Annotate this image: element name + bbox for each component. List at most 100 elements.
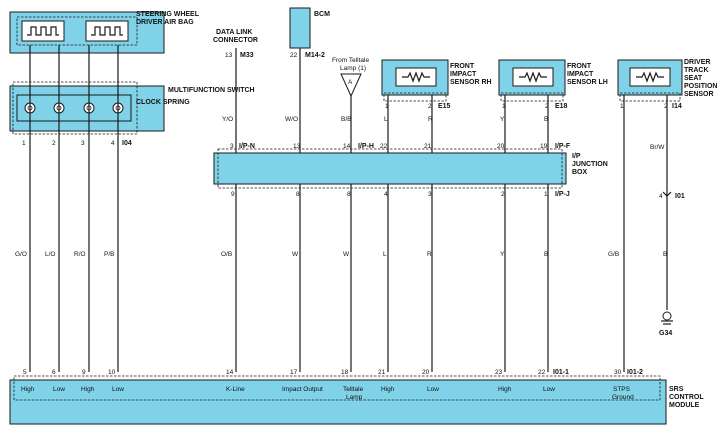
- seat-sensor-label-5: SENSOR: [684, 91, 714, 98]
- srs-pin-label-6: Impact Output: [282, 386, 323, 393]
- wire-color-w11: B: [544, 251, 548, 258]
- wire-color-w2: L/O: [45, 251, 55, 258]
- telltale-from-line1: From Telltale: [332, 57, 369, 64]
- squib-symbol-2: [91, 26, 123, 36]
- front-impact-rh-box: [381, 59, 449, 96]
- pin-jb-bottom-3: 3: [428, 191, 432, 198]
- connector-ip-f: I/P-F: [555, 143, 571, 150]
- ground-symbol: [661, 311, 673, 325]
- pin-jb-bottom-8a: 8: [296, 191, 300, 198]
- seat-sensor-label-4: POSITION: [684, 83, 717, 90]
- connector-ip-j: I/P-J: [555, 191, 570, 198]
- telltale-from-line2: Lamp (1): [340, 65, 366, 72]
- wire-color-lh2: B: [544, 116, 548, 123]
- wire-color-w13: B: [663, 251, 667, 258]
- multifunction-switch-label: MULTIFUNCTION SWITCH: [168, 87, 255, 94]
- connector-i01-1: I01-1: [553, 369, 569, 376]
- srs-pin-label-7a: Telltale: [343, 386, 364, 393]
- wire-color-w1: G/O: [15, 251, 27, 258]
- srs-pin-label-3: High: [81, 386, 95, 393]
- wire-color-w5: O/B: [221, 251, 232, 258]
- pin-rh-2: 2: [428, 103, 432, 110]
- pin-srs-9: 9: [82, 369, 86, 376]
- wire-color-w12: G/B: [608, 251, 619, 258]
- pin-ms-2: 2: [52, 140, 56, 147]
- srs-pin-label-8: High: [381, 386, 395, 393]
- seat-position-sensor-resistor: [636, 71, 664, 83]
- pin-rh-1: 1: [385, 103, 389, 110]
- pin-ts-2: 2: [664, 103, 668, 110]
- wire-color-w10: Y: [500, 251, 505, 258]
- jb-to-srs-wires: [235, 184, 352, 372]
- connector-ip-h: I/P-H: [358, 143, 374, 150]
- ip-junction-box-label-3: BOX: [572, 169, 588, 176]
- pin-jb-19: 19: [540, 143, 548, 150]
- pin-srs-18: 18: [341, 369, 349, 376]
- srs-pin-label-12a: STPS: [613, 386, 631, 393]
- ground-label: G34: [659, 330, 672, 337]
- srs-control-module-box: [9, 379, 667, 425]
- srs-label-2: CONTROL: [669, 394, 704, 401]
- dlc-label-line2: CONNECTOR: [213, 37, 258, 44]
- pin-srs-22: 22: [538, 369, 546, 376]
- seat-sensor-label-1: DRIVER: [684, 59, 710, 66]
- ip-junction-box-label-2: JUNCTION: [572, 161, 608, 168]
- air-bag-squib-2: [85, 20, 129, 42]
- wire-color-w8: L: [383, 251, 387, 258]
- pin-srs-21: 21: [378, 369, 386, 376]
- wire-color-w6: W: [292, 251, 299, 258]
- clock-spring-label: CLOCK SPRING: [136, 99, 190, 106]
- pin-dlc-13: 13: [225, 52, 233, 59]
- ip-junction-box: [213, 152, 567, 185]
- pin-jb-bottom-8b: 8: [347, 191, 351, 198]
- pin-jb-bottom-2: 2: [501, 191, 505, 198]
- connector-m33: M33: [240, 52, 254, 59]
- pin-srs-23: 23: [495, 369, 503, 376]
- pin-lh-1: 1: [502, 103, 506, 110]
- air-bag-squib-1: [21, 20, 65, 42]
- pin-ms-3: 3: [81, 140, 85, 147]
- wire-color-w7: W: [343, 251, 350, 258]
- ip-junction-box-label-1: I/P: [572, 153, 581, 160]
- connector-m14-2: M14-2: [305, 52, 325, 59]
- pin-srs-6: 6: [52, 369, 56, 376]
- dlc-label-line1: DATA LINK: [216, 29, 252, 36]
- pin-srs-17: 17: [290, 369, 298, 376]
- pin-jb-20: 20: [497, 143, 505, 150]
- connector-i01: I01: [675, 193, 685, 200]
- wire-color-w4: P/B: [104, 251, 114, 258]
- pin-srs-30: 30: [614, 369, 622, 376]
- srs-pin-label-5: K-Line: [226, 386, 245, 393]
- bcm-label: BCM: [314, 11, 330, 18]
- srs-pin-label-12b: Ground: [612, 394, 634, 401]
- wire-color-telltale: B/B: [341, 116, 351, 123]
- pin-jb-3: 3: [230, 143, 234, 150]
- front-impact-rh-connector: [383, 92, 447, 102]
- pin-srs-5: 5: [23, 369, 27, 376]
- multifunction-switch-dashed-border: [12, 81, 138, 135]
- i01-connector-mark: [662, 191, 672, 197]
- steering-wheel-label: STEERING WHEEL: [136, 11, 200, 18]
- air-bag-dashed-border: [16, 16, 138, 46]
- pin-srs-14: 14: [226, 369, 234, 376]
- front-impact-rh-label-2: IMPACT: [450, 71, 477, 78]
- connector-i04: I04: [122, 140, 132, 147]
- pin-ms-4: 4: [111, 140, 115, 147]
- srs-pin-label-7b: Lamp: [346, 394, 363, 401]
- srs-pin-label-4: Low: [112, 386, 124, 393]
- seat-sensor-label-3: SEAT: [684, 75, 703, 82]
- front-impact-lh-element: [512, 67, 554, 87]
- pin-jb-14: 14: [343, 143, 351, 150]
- front-impact-lh-connector: [500, 92, 564, 102]
- srs-label-3: MODULE: [669, 402, 700, 409]
- pin-jb-bottom-4: 4: [384, 191, 388, 198]
- air-bag-wires: [29, 45, 119, 372]
- wire-color-w3: R/O: [74, 251, 86, 258]
- srs-pin-label-10: High: [498, 386, 512, 393]
- pin-ts-1: 1: [620, 103, 624, 110]
- squib-symbol-1: [27, 26, 59, 36]
- connector-e18: E18: [555, 103, 568, 110]
- telltale-symbol: A: [348, 79, 353, 86]
- front-impact-lh-label-3: SENSOR LH: [567, 79, 608, 86]
- srs-pin-label-1: High: [21, 386, 35, 393]
